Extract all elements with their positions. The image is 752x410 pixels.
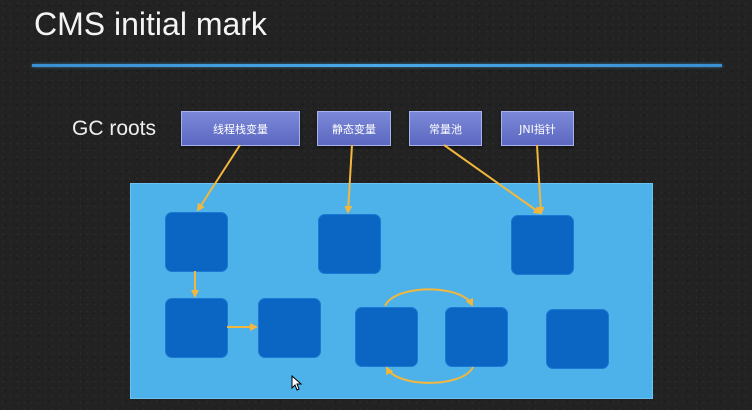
gc-roots-label: GC roots — [72, 117, 157, 140]
heap-object-3 — [511, 215, 574, 275]
slide-title: CMS initial mark — [34, 6, 267, 42]
heap-object-6 — [355, 307, 418, 367]
heap-object-8 — [546, 309, 609, 369]
heap-object-4 — [165, 298, 228, 358]
arrow-constant-pool-to-object-3 — [443, 144, 542, 215]
heap-object-7 — [445, 307, 508, 367]
root-thread-stack-vars: 线程栈变量 — [181, 111, 300, 146]
heap-object-1 — [165, 212, 228, 272]
root-constant-pool: 常量池 — [409, 111, 482, 146]
root-static-vars: 静态变量 — [317, 111, 391, 146]
arrow-object-6-to-object-7 — [384, 288, 474, 307]
root-jni-pointer: JNI指针 — [501, 111, 574, 146]
arrow-static-to-object-2 — [344, 144, 353, 214]
arrow-thread-stack-to-object-1 — [196, 144, 241, 212]
heap-object-2 — [318, 214, 381, 274]
mouse-cursor-icon — [291, 375, 303, 391]
heap-object-5 — [258, 298, 321, 358]
arrow-object-7-to-object-6 — [386, 366, 474, 384]
arrow-jni-to-object-3 — [536, 144, 545, 215]
title-divider — [32, 64, 722, 67]
